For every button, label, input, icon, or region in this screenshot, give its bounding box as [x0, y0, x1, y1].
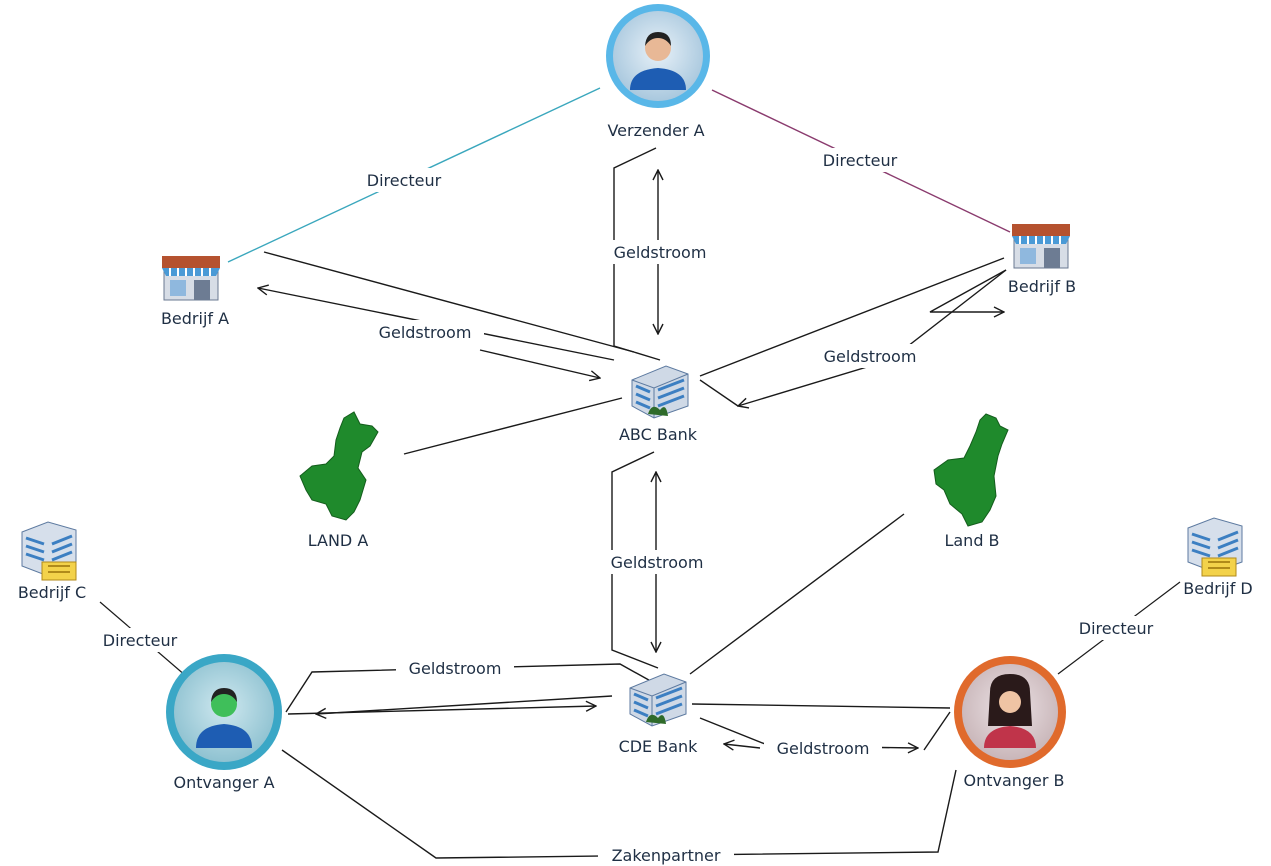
node-label-bedrijf-a: Bedrijf A [161, 309, 229, 328]
edge-geldstroom-cde-ontvangerb-arrow-in [724, 711, 951, 750]
node-label-bedrijf-c: Bedrijf C [18, 583, 86, 602]
edge-label-directeur-b: Directeur [823, 151, 898, 170]
edge-label-directeur-a: Directeur [367, 171, 442, 190]
office-building-icon [21, 521, 77, 581]
edge-geldstroom-ontvangera-cde-arrow-in [316, 695, 613, 714]
node-bedrijf-b[interactable]: Bedrijf B [1008, 224, 1076, 296]
person-icon [166, 654, 282, 770]
node-bedrijf-a[interactable]: Bedrijf A [161, 256, 229, 328]
country-shape-icon [299, 411, 379, 521]
edge-geldstroom-abc-bedrijfb [699, 257, 1005, 377]
edge-geldstroom-ontvangera-cde-arrow-out [287, 706, 596, 715]
country-shape-icon [933, 413, 1009, 527]
node-verzender-a[interactable]: Verzender A [606, 4, 710, 140]
node-bedrijf-c[interactable]: Bedrijf C [18, 521, 86, 602]
node-label-ontvanger-a: Ontvanger A [173, 773, 274, 792]
node-label-abc-bank: ABC Bank [619, 425, 698, 444]
node-label-verzender-a: Verzender A [607, 121, 704, 140]
edge-landb-cde [689, 513, 905, 675]
edge-label-geld-abc-bedrijfb: Geldstroom [824, 347, 917, 366]
edge-zakenpartner [281, 749, 957, 859]
node-abc-bank[interactable]: ABC Bank [619, 365, 698, 444]
edge-geldstroom-abc-bedrijfb-return [699, 379, 739, 407]
edge-geldstroom-abc-bedrijfb-arrow-in [738, 269, 1007, 406]
person-icon [606, 4, 710, 108]
node-label-bedrijf-b: Bedrijf B [1008, 277, 1076, 296]
node-land-b[interactable]: Land B [933, 413, 1009, 550]
edge-labels-layer: Directeur Directeur Geldstroom Geldstroo… [90, 148, 1166, 866]
edge-label-geld-bedrijfa-abc: Geldstroom [379, 323, 472, 342]
node-ontvanger-b[interactable]: Ontvanger B [954, 656, 1066, 790]
edge-label-geld-cde-ontvangerb: Geldstroom [777, 739, 870, 758]
node-label-land-a: LAND A [308, 531, 369, 550]
node-label-ontvanger-b: Ontvanger B [963, 771, 1064, 790]
person-female-icon [954, 656, 1066, 768]
node-cde-bank[interactable]: CDE Bank [619, 673, 699, 756]
edge-label-geld-abc-cde: Geldstroom [611, 553, 704, 572]
node-label-land-b: Land B [944, 531, 999, 550]
node-label-bedrijf-d: Bedrijf D [1183, 579, 1252, 598]
edge-geldstroom-abc-bedrijfb-arrow-out [929, 269, 1007, 312]
bank-building-icon [631, 365, 689, 419]
shop-icon [162, 256, 220, 301]
shop-icon [1012, 224, 1070, 269]
office-building-icon [1187, 517, 1243, 577]
edge-label-geld-verzender-abc: Geldstroom [614, 243, 707, 262]
edge-landa-abc [403, 397, 623, 455]
node-bedrijf-d[interactable]: Bedrijf D [1183, 517, 1253, 598]
edge-geldstroom-bedrijfa-abc [263, 251, 635, 353]
edge-label-directeur-d: Directeur [1079, 619, 1154, 638]
edge-geldstroom-cde-ontvangerb [691, 703, 951, 709]
bank-building-icon [629, 673, 687, 727]
edge-label-geld-ontvangera-cde: Geldstroom [409, 659, 502, 678]
edge-label-directeur-c: Directeur [103, 631, 178, 650]
node-ontvanger-a[interactable]: Ontvanger A [166, 654, 282, 792]
node-label-cde-bank: CDE Bank [619, 737, 699, 756]
node-land-a[interactable]: LAND A [299, 411, 379, 550]
edge-label-zakenpartner: Zakenpartner [612, 846, 721, 865]
edge-geldstroom-bedrijfa-abc-arrow-out [479, 349, 600, 378]
